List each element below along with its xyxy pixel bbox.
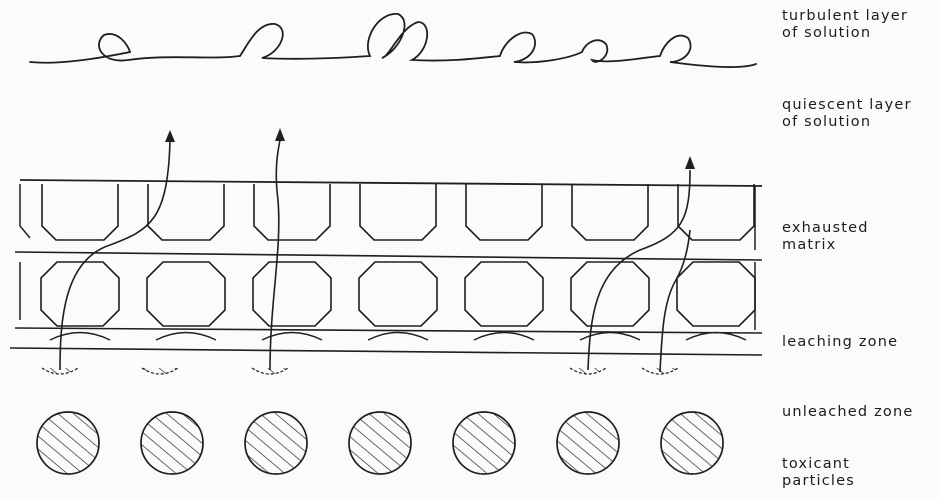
matrix-cell-bottom <box>474 333 534 341</box>
diffusion-arrow-head <box>165 130 175 142</box>
matrix-cell <box>253 262 331 326</box>
matrix-cell-edge <box>20 184 30 238</box>
label-line: particles <box>782 473 855 490</box>
label-exhausted-matrix: exhausted matrix <box>782 220 869 254</box>
matrix-cell-bottom <box>156 333 216 341</box>
label-line: matrix <box>782 237 869 254</box>
leaching-zone-marks <box>42 368 678 374</box>
matrix-cell <box>677 262 755 326</box>
label-unleached-zone: unleached zone <box>782 404 914 421</box>
toxicant-particles <box>37 412 723 474</box>
label-quiescent-layer: quiescent layer of solution <box>782 97 912 131</box>
label-line: turbulent layer <box>782 8 908 25</box>
matrix-cells <box>20 184 755 340</box>
toxicant-particle <box>453 412 515 474</box>
turbulence-line <box>30 14 756 67</box>
matrix-cell-top <box>42 184 118 240</box>
matrix-cell <box>465 262 543 326</box>
matrix-top-edge <box>20 180 762 186</box>
label-line: of solution <box>782 114 912 131</box>
label-turbulent-layer: turbulent layer of solution <box>782 8 908 42</box>
legend-labels: turbulent layer of solution quiescent la… <box>782 0 938 498</box>
matrix-cell-top <box>254 184 330 240</box>
label-leaching-zone: leaching zone <box>782 334 898 351</box>
label-toxicant-particles: toxicant particles <box>782 456 855 490</box>
matrix-row-line <box>15 252 762 260</box>
matrix-cell-top <box>360 184 436 240</box>
toxicant-particle <box>141 412 203 474</box>
matrix-row-line <box>15 328 762 333</box>
matrix-cell-bottom <box>580 333 640 341</box>
diffusion-arrow-head <box>685 156 695 169</box>
matrix-cell-top <box>466 184 542 240</box>
toxicant-particle <box>245 412 307 474</box>
label-line: quiescent layer <box>782 97 912 114</box>
matrix-cell-top <box>148 184 224 240</box>
diffusion-arrow <box>660 230 690 372</box>
label-line: of solution <box>782 25 908 42</box>
toxicant-particle <box>37 412 99 474</box>
matrix-cell <box>359 262 437 326</box>
diffusion-arrow <box>60 140 170 370</box>
toxicant-particle <box>661 412 723 474</box>
matrix-cell-top <box>572 184 648 240</box>
label-line: unleached zone <box>782 404 914 421</box>
label-line: leaching zone <box>782 334 898 351</box>
matrix-cell <box>41 262 119 326</box>
label-line: exhausted <box>782 220 869 237</box>
leaching-zone-line <box>10 348 762 355</box>
toxicant-particle <box>557 412 619 474</box>
leaching-zone-pocket <box>142 368 178 374</box>
label-line: toxicant <box>782 456 855 473</box>
matrix-cell-bottom <box>50 333 110 341</box>
diffusion-arrow-head <box>275 128 285 141</box>
toxicant-particle <box>349 412 411 474</box>
matrix-cell-bottom <box>368 333 428 341</box>
matrix-cell <box>571 262 649 326</box>
matrix-cell <box>147 262 225 326</box>
